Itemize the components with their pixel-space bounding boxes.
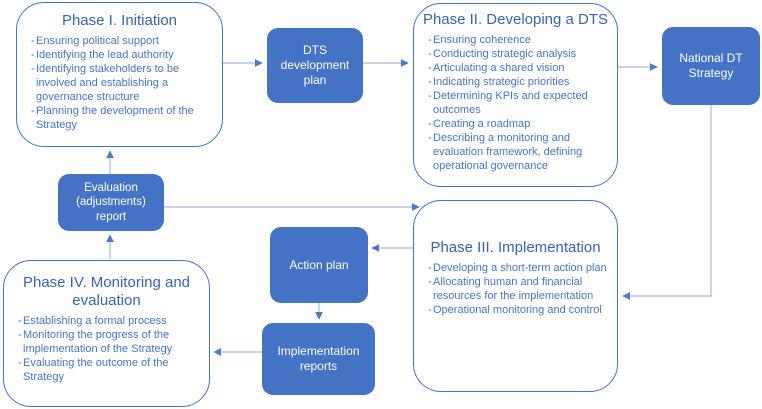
list-item: -Identifying stakeholders to be involved… bbox=[17, 62, 222, 104]
phase1-bullet-list: -Ensuring political support -Identifying… bbox=[17, 34, 222, 132]
bullet-dash: - bbox=[31, 63, 35, 75]
implementation-reports-node: Implementation reports bbox=[262, 323, 375, 395]
list-item: -Describing a monitoring and evaluation … bbox=[414, 131, 617, 173]
phase3-box: Phase III. Implementation -Developing a … bbox=[413, 200, 618, 392]
phase3-bullet-list: -Developing a short-term action plan -Al… bbox=[414, 261, 617, 317]
bullet-dash: - bbox=[18, 357, 22, 369]
phase2-title: Phase II. Developing a DTS bbox=[422, 11, 609, 28]
list-item: -Allocating human and financial resource… bbox=[414, 275, 617, 303]
list-item: -Conducting strategic analysis bbox=[414, 47, 617, 61]
list-item: -Ensuring coherence bbox=[414, 33, 617, 47]
arrow-national-dt-to-phase3 bbox=[622, 105, 712, 300]
phase1-box: Phase I. Initiation -Ensuring political … bbox=[16, 2, 223, 147]
bullet-dash: - bbox=[428, 262, 432, 274]
national-dt-strategy-node: National DT Strategy bbox=[662, 27, 760, 105]
list-item: -Determining KPIs and expected outcomes bbox=[414, 89, 617, 117]
bullet-dash: - bbox=[428, 76, 432, 88]
list-item: -Establishing a formal process bbox=[4, 314, 209, 328]
bullet-dash: - bbox=[428, 304, 432, 316]
action-plan-label: Action plan bbox=[289, 257, 349, 272]
bullet-dash: - bbox=[428, 90, 432, 102]
national-dt-strategy-label: National DT Strategy bbox=[679, 51, 743, 80]
action-plan-node: Action plan bbox=[270, 227, 368, 303]
bullet-dash: - bbox=[31, 105, 35, 117]
phase2-box: Phase II. Developing a DTS -Ensuring coh… bbox=[413, 3, 618, 187]
list-item: -Indicating strategic priorities bbox=[414, 75, 617, 89]
bullet-dash: - bbox=[428, 276, 432, 288]
bullet-dash: - bbox=[428, 34, 432, 46]
bullet-dash: - bbox=[18, 315, 22, 327]
implementation-reports-label: Implementation reports bbox=[277, 344, 360, 373]
phase1-title: Phase I. Initiation bbox=[61, 12, 178, 29]
list-item: -Operational monitoring and control bbox=[414, 303, 617, 317]
phase4-box: Phase IV. Monitoring and evaluation -Est… bbox=[3, 260, 210, 407]
evaluation-report-node: Evaluation (adjustments) report bbox=[58, 174, 164, 231]
bullet-dash: - bbox=[428, 62, 432, 74]
phase2-bullet-list: -Ensuring coherence -Conducting strategi… bbox=[414, 33, 617, 173]
bullet-dash: - bbox=[31, 35, 35, 47]
bullet-dash: - bbox=[428, 118, 432, 130]
phase4-bullet-list: -Establishing a formal process -Monitori… bbox=[4, 314, 209, 384]
dts-development-plan-label: DTS development plan bbox=[280, 43, 350, 87]
phase3-title: Phase III. Implementation bbox=[430, 239, 601, 256]
list-item: -Ensuring political support bbox=[17, 34, 222, 48]
evaluation-report-label: Evaluation (adjustments) report bbox=[76, 181, 146, 223]
list-item: -Developing a short-term action plan bbox=[414, 261, 617, 275]
list-item: -Articulating a shared vision bbox=[414, 61, 617, 75]
bullet-dash: - bbox=[31, 49, 35, 61]
bullet-dash: - bbox=[18, 329, 22, 341]
bullet-dash: - bbox=[428, 132, 432, 144]
list-item: -Identifying the lead authority bbox=[17, 48, 222, 62]
list-item: -Creating a roadmap bbox=[414, 117, 617, 131]
list-item: -Planning the development of the Strateg… bbox=[17, 104, 222, 132]
dts-development-plan-node: DTS development plan bbox=[267, 28, 363, 103]
bullet-dash: - bbox=[428, 48, 432, 60]
list-item: -Monitoring the progress of the implemen… bbox=[4, 328, 209, 356]
phase4-title: Phase IV. Monitoring and evaluation bbox=[22, 274, 191, 309]
list-item: -Evaluating the outcome of the Strategy bbox=[4, 356, 209, 384]
